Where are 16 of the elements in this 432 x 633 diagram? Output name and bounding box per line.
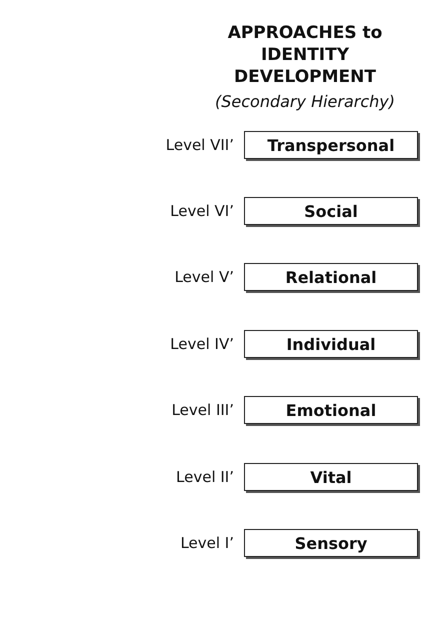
level-label: Level V’: [174, 268, 234, 286]
level-box: Sensory: [244, 529, 418, 557]
level-box: Social: [244, 197, 418, 225]
level-box: Vital: [244, 463, 418, 491]
level-label: Level IV’: [170, 335, 234, 353]
level-label: Level VII’: [166, 136, 234, 154]
level-box: Individual: [244, 330, 418, 358]
level-box: Relational: [244, 263, 418, 291]
subtitle: (Secondary Hierarchy): [214, 92, 396, 111]
diagram-title: APPROACHES to IDENTITY DEVELOPMENT: [226, 22, 384, 88]
level-label: Level III’: [172, 401, 234, 419]
level-label: Level VI’: [170, 202, 234, 220]
level-box: Emotional: [244, 396, 418, 424]
level-box: Transpersonal: [244, 131, 418, 159]
level-label: Level II’: [176, 468, 234, 486]
level-label: Level I’: [180, 534, 234, 552]
